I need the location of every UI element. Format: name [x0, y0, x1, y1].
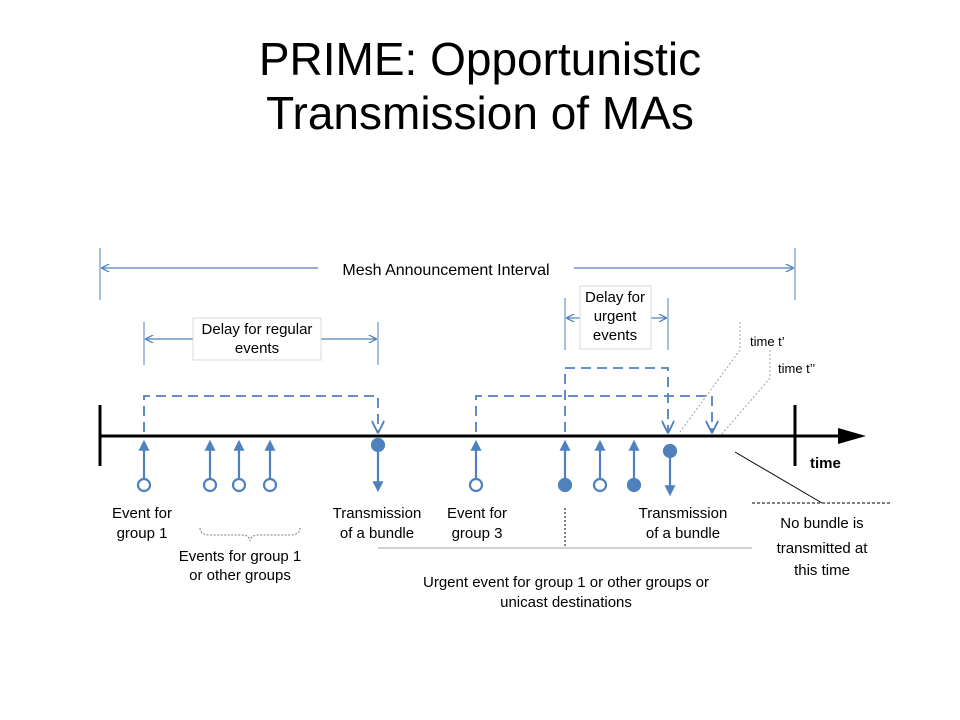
events-other-label-line-1: Events for group 1	[179, 548, 302, 565]
time-axis: time	[98, 405, 866, 472]
regular-delay-label-line-1: Delay for regular	[202, 321, 313, 338]
slide-title-line-2: Transmission of MAs	[266, 87, 694, 139]
events-other-label-line-2: or other groups	[189, 567, 291, 584]
regular-delay-path	[143, 395, 378, 432]
no-bundle-label-line-1: No bundle is	[780, 515, 863, 532]
event-other-marker-2	[231, 439, 247, 493]
transmission2-label-line-1: Transmission	[639, 505, 728, 522]
event-group1-marker	[136, 439, 152, 493]
slide-title: PRIME: Opportunistic Transmission of MAs	[0, 32, 960, 140]
urgent-delay-label-box	[579, 285, 652, 350]
time-leaders: time t’ time t’’	[679, 322, 815, 435]
urgent-delay-path	[564, 367, 668, 432]
urgent-delay-label-line-3: events	[593, 327, 637, 344]
transmission-2-marker	[662, 443, 678, 497]
events-other-brace	[199, 527, 301, 542]
urgent-delay-label-line-2: urgent	[594, 308, 637, 325]
event-group1-label-line-2: group 1	[117, 525, 168, 542]
bottom-labels: Event for group 1 Events for group 1 or …	[112, 451, 892, 611]
time-t2-leader	[721, 377, 771, 435]
transmission-markers	[370, 437, 678, 497]
mesh-interval-label: Mesh Announcement Interval	[342, 262, 549, 279]
dashed-delay-paths	[143, 367, 712, 432]
urgent-event-marker-2	[626, 439, 642, 493]
no-bundle-label-line-3: this time	[794, 562, 850, 579]
urgent-event-marker-1	[557, 439, 573, 493]
time-axis-arrowhead	[838, 428, 866, 444]
urgent-delay-dimension: Delay for urgent events	[564, 285, 669, 350]
event-other-marker-1	[202, 439, 218, 493]
transmission2-label-line-2: of a bundle	[646, 525, 720, 542]
time-t2-label: time t’’	[778, 361, 815, 376]
event-markers	[136, 439, 642, 493]
transmission1-label-line-2: of a bundle	[340, 525, 414, 542]
regular-delay-path-2	[475, 395, 712, 432]
event-group3-label-line-2: group 3	[452, 525, 503, 542]
transmission1-label-line-1: Transmission	[333, 505, 422, 522]
time-t1-label: time t’	[750, 334, 785, 349]
urgent-event-label-line-2: unicast destinations	[500, 594, 632, 611]
regular-delay-label-box	[192, 317, 322, 361]
regular-delay-dimension: Delay for regular events	[143, 317, 379, 365]
regular-delay-label-line-2: events	[235, 340, 279, 357]
transmission-1-marker	[370, 437, 386, 493]
no-bundle-label-line-2: transmitted at	[777, 540, 869, 557]
time-axis-label: time	[810, 455, 841, 472]
event-group3-label-line-1: Event for	[447, 505, 507, 522]
mesh-interval-dimension: Mesh Announcement Interval	[99, 248, 796, 300]
urgent-event-label-line-1: Urgent event for group 1 or other groups…	[423, 574, 709, 591]
urgent-delay-label-line-1: Delay for	[585, 289, 645, 306]
event-group1-label-line-1: Event for	[112, 505, 172, 522]
event-other-marker-4	[592, 439, 608, 493]
event-other-marker-3	[262, 439, 278, 493]
no-bundle-leader	[734, 451, 823, 504]
slide-title-line-1: PRIME: Opportunistic	[258, 33, 702, 85]
mesh-interval-label-box	[318, 258, 574, 279]
time-t1-leader	[679, 349, 741, 433]
event-group3-marker	[468, 439, 484, 493]
